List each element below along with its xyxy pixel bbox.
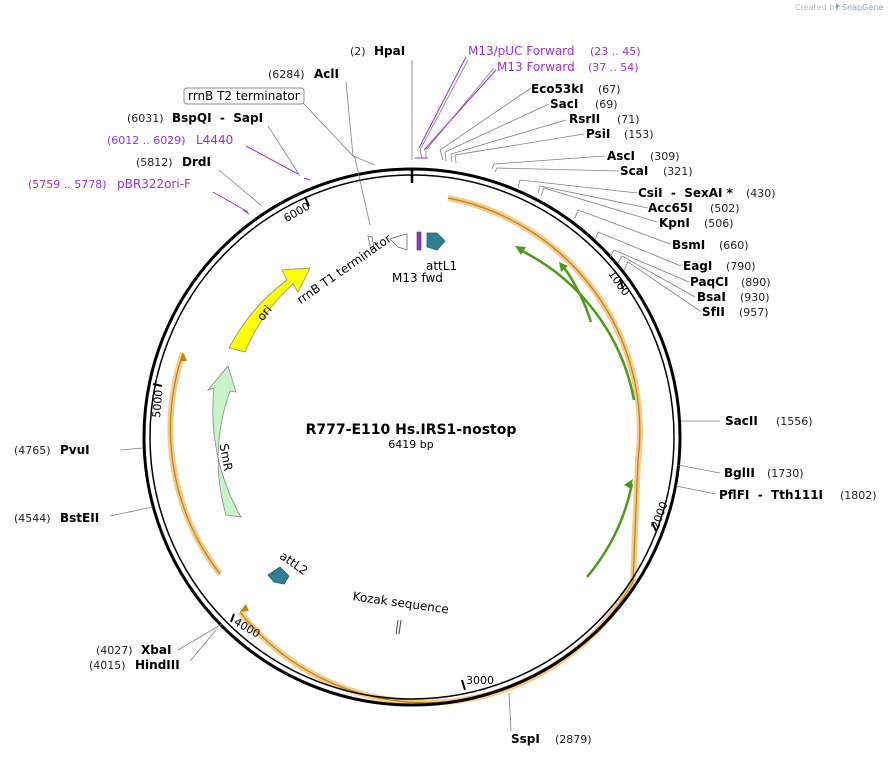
enzyme-pvui: PvuI <box>60 443 90 457</box>
smr-feature <box>206 365 242 518</box>
enzyme-eco53ki: Eco53kI <box>531 82 584 96</box>
enzyme-pos-saci: (69) <box>595 98 618 111</box>
enzyme-pos-acc65i: (502) <box>710 202 740 215</box>
enzyme-pos-bsmi: (660) <box>719 239 749 252</box>
enzyme-pos-bsteii: (4544) <box>14 512 51 525</box>
enzyme-sspi: SspI <box>511 732 540 746</box>
enzyme-pos-bglii: (1730) <box>767 467 804 480</box>
enzyme-acli: AclI <box>314 67 339 81</box>
enzyme-pos-drdi: (5812) <box>136 156 173 169</box>
green-arrow-1 <box>519 248 636 401</box>
enzyme-pos-asci: (309) <box>650 150 680 163</box>
backbone-outer <box>142 167 682 707</box>
enzyme-bsai: BsaI <box>697 290 726 304</box>
enzyme-pos-hpai: (2) <box>350 45 366 58</box>
primer-m13-forward: M13 Forward <box>497 60 575 74</box>
enzyme-hpai: HpaI <box>374 44 405 58</box>
enzyme-acc65i: Acc65I <box>648 201 693 215</box>
smr-label: SmR <box>217 442 236 472</box>
enzyme-pos-sspi: (2879) <box>555 733 592 746</box>
rrnb-t2-arrow <box>389 233 408 251</box>
tick-label-1000: 1000 <box>605 268 632 298</box>
enzyme-pos-rsrii: (71) <box>617 113 640 126</box>
rrnb-t2-box <box>183 87 305 105</box>
enzyme-pos-acli: (6284) <box>268 68 305 81</box>
plasmid-size: 6419 bp <box>388 438 433 451</box>
snapgene-brand: SnapGene <box>842 3 883 12</box>
enzyme-pos-bsai: (930) <box>740 291 770 304</box>
primer-pos-pbr322ori: (5759 .. 5778) <box>28 178 107 191</box>
primer-lines <box>212 56 497 215</box>
enzyme-asci: AscI <box>607 149 635 163</box>
enzyme-pos-bspqi: (6031) <box>127 112 164 125</box>
enzyme-pos-scai: (321) <box>663 165 693 178</box>
ori-feature <box>228 267 311 353</box>
green-arrow-3 <box>586 483 634 578</box>
enzyme-pos-psii: (153) <box>624 128 654 141</box>
enzyme-drdi: DrdI <box>182 155 211 169</box>
credit-text: Created by <box>795 3 839 12</box>
tick-label-3000: 3000 <box>466 674 494 687</box>
enzyme-eagi: EagI <box>683 259 712 273</box>
primer-pos-m13-forward: (37 .. 54) <box>588 61 639 74</box>
tick-label-5000: 5000 <box>150 389 165 418</box>
rrnb-t1-feature <box>367 235 375 251</box>
primer-pos-m13-puc: (23 .. 45) <box>590 45 641 58</box>
enzyme-pos-kpni: (506) <box>704 217 734 230</box>
enzyme-pos-eagi: (790) <box>726 260 756 273</box>
attl1-label: attL1 <box>426 259 457 273</box>
enzyme-sacii: SacII <box>725 414 758 428</box>
scale-ticks <box>152 196 657 691</box>
enzyme-sfii: SfII <box>702 305 725 319</box>
primer-m13-puc-forward: M13/pUC Forward <box>468 44 575 58</box>
enzyme-pos-pflfi: (1802) <box>840 489 877 502</box>
attl1-feature <box>426 232 446 251</box>
m13-fwd-label: M13 fwd <box>392 271 443 285</box>
primer-l4440: L4440 <box>196 133 233 147</box>
enzyme-csii-sexai: CsiI - SexAI * <box>638 186 734 200</box>
enzyme-pos-csii-sexai: (430) <box>746 187 776 200</box>
attl2-feature <box>267 566 290 585</box>
enzyme-bspqi-sapi: BspQI - SapI <box>172 111 263 125</box>
enzyme-paqci: PaqCI <box>690 275 728 289</box>
m13-fwd-feature <box>416 231 422 251</box>
enzyme-pos-eco53ki: (67) <box>598 83 621 96</box>
enzyme-scai: ScaI <box>620 164 648 178</box>
primer-pbr322ori-f: pBR322ori-F <box>117 177 191 191</box>
enzyme-pos-sacii: (1556) <box>776 415 813 428</box>
enzyme-hindiii: HindIII <box>135 658 180 672</box>
green-arrow-2 <box>561 265 593 323</box>
enzyme-pflfi-tth111i: PflFI - Tth111I <box>719 488 823 502</box>
enzyme-pos-xbai: (4027) <box>96 644 133 657</box>
enzyme-rsrii: RsrII <box>569 112 600 126</box>
primer-pos-l4440: (6012 .. 6029) <box>107 134 186 147</box>
enzyme-bglii: BglII <box>724 466 755 480</box>
snapgene-logo: SnapGene <box>836 3 883 12</box>
plasmid-name: R777-E110 Hs.IRS1-nostop <box>306 422 517 438</box>
enzyme-pos-paqci: (890) <box>741 276 771 289</box>
enzyme-pos-pvui: (4765) <box>14 444 51 457</box>
enzyme-bsteii: BstEII <box>60 511 99 525</box>
tick-label-6000: 6000 <box>281 200 312 225</box>
enzyme-psii: PsiI <box>586 127 610 141</box>
enzyme-saci: SacI <box>550 97 578 111</box>
rrnb-t2-label: rrnB T2 terminator <box>188 89 300 103</box>
enzyme-pos-hindiii: (4015) <box>89 659 126 672</box>
leader-lines <box>109 59 721 732</box>
enzyme-xbai: XbaI <box>141 643 171 657</box>
enzyme-pos-sfii: (957) <box>739 306 769 319</box>
enzyme-kpni: KpnI <box>659 216 690 230</box>
enzyme-bsmi: BsmI <box>672 238 705 252</box>
kozak-label: Kozak sequence <box>352 589 450 616</box>
